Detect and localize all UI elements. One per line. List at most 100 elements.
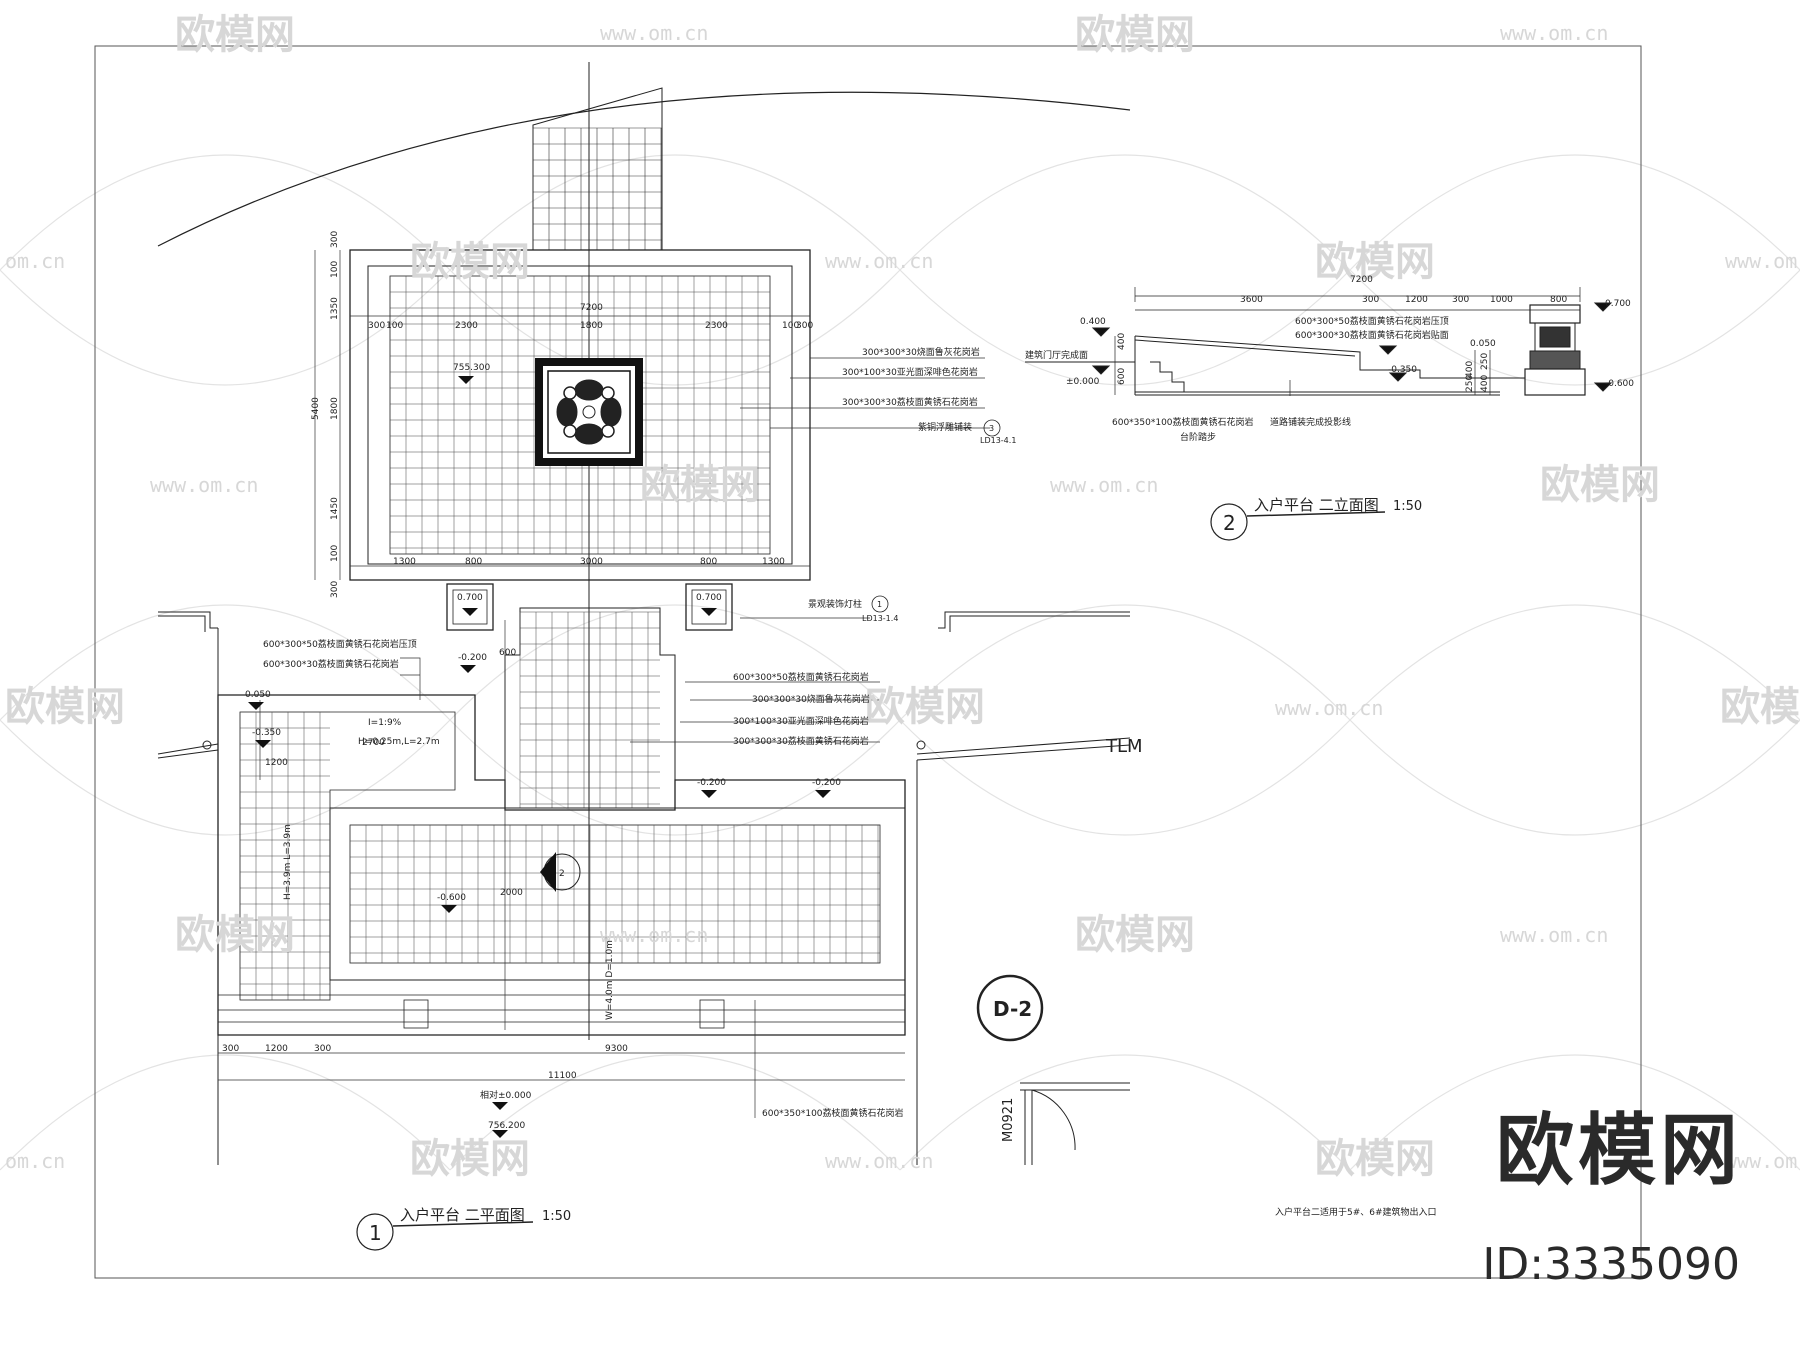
svg-text:600*350*100荔枝面黄锈石花岗岩: 600*350*100荔枝面黄锈石花岗岩 (1112, 416, 1254, 428)
elevation-title: 2 入户平台 二立面图 1:50 (1223, 496, 1422, 535)
svg-text:www.om.cn: www.om.cn (825, 1149, 933, 1173)
svg-text:LD13-1.4: LD13-1.4 (862, 614, 898, 623)
svg-text:1200: 1200 (265, 1044, 288, 1054)
svg-text:600*300*50荔枝面黄锈石花岗岩压顶: 600*300*50荔枝面黄锈石花岗岩压顶 (263, 638, 417, 650)
svg-text:300*300*30荔枝面黄锈石花岗岩: 300*300*30荔枝面黄锈石花岗岩 (842, 396, 978, 408)
svg-text:紫铜浮雕铺装: 紫铜浮雕铺装 (918, 421, 972, 433)
svg-text:1000: 1000 (1490, 295, 1513, 305)
svg-text:www.om.cn: www.om.cn (600, 21, 708, 45)
svg-text:800: 800 (465, 557, 482, 567)
svg-text:400: 400 (1465, 361, 1475, 378)
svg-text:300: 300 (1452, 295, 1469, 305)
svg-text:300*100*30亚光面深啡色花岗岩: 300*100*30亚光面深啡色花岗岩 (842, 366, 978, 378)
svg-text:欧模网: 欧模网 (640, 462, 760, 508)
svg-text:-0.200: -0.200 (697, 778, 726, 788)
svg-text:欧模网: 欧模网 (1315, 1136, 1435, 1182)
plan-level-texts: 755.300 0.700 0.700 -0.200 0.050 -0.350 … (245, 363, 841, 1131)
svg-text:7200: 7200 (580, 303, 603, 313)
bronze-medallion-ornament (535, 358, 643, 466)
svg-text:om.cn: om.cn (5, 249, 65, 273)
brand-watermark-name: 欧模网 (1495, 1106, 1742, 1196)
svg-text:300: 300 (222, 1044, 239, 1054)
svg-text:www.om.cn: www.om.cn (150, 473, 258, 497)
svg-text:2700: 2700 (362, 738, 385, 748)
svg-text:3: 3 (989, 424, 994, 433)
svg-text:600*350*100荔枝面黄锈石花岗岩: 600*350*100荔枝面黄锈石花岗岩 (762, 1107, 904, 1119)
svg-text:欧模网: 欧模网 (1540, 462, 1660, 508)
plan-material-notes: 300*300*30烧面鲁灰花岗岩 300*100*30亚光面深啡色花岗岩 30… (263, 346, 1143, 1142)
svg-text:1: 1 (877, 600, 882, 609)
svg-text:300: 300 (314, 1044, 331, 1054)
svg-text:2: 2 (1223, 511, 1236, 535)
svg-text:欧模网: 欧模网 (1720, 684, 1800, 730)
svg-text:入户平台 二立面图: 入户平台 二立面图 (1254, 496, 1379, 514)
svg-text:300: 300 (330, 231, 340, 248)
svg-text:www.om.cn: www.om.cn (1275, 696, 1383, 720)
svg-text:欧模网: 欧模网 (865, 684, 985, 730)
svg-text:-0.200: -0.200 (812, 778, 841, 788)
svg-text:-0.600: -0.600 (437, 893, 466, 903)
svg-text:建筑门厅完成面: 建筑门厅完成面 (1025, 349, 1088, 361)
footnote: 入户平台二适用于5#、6#建筑物出入口 (1275, 1206, 1437, 1218)
svg-text:欧模网: 欧模网 (410, 1136, 530, 1182)
detail-ref-circles (871, 419, 1001, 613)
svg-text:M0921: M0921 (1001, 1098, 1016, 1142)
svg-text:300: 300 (796, 321, 813, 331)
dimension-lines (218, 250, 905, 1081)
svg-text:300: 300 (368, 321, 385, 331)
svg-text:I=1:9%: I=1:9% (368, 718, 402, 728)
svg-text:2300: 2300 (705, 321, 728, 331)
svg-text:3000: 3000 (580, 557, 603, 567)
svg-text:欧模网: 欧模网 (175, 912, 295, 958)
elevation-drawing (1025, 287, 1613, 396)
svg-text:600*300*30荔枝面黄锈石花岗岩: 600*300*30荔枝面黄锈石花岗岩 (263, 658, 399, 670)
svg-text:400: 400 (1480, 375, 1490, 392)
svg-text:1800: 1800 (580, 321, 603, 331)
lamp-pier-left (446, 583, 494, 631)
sheet-label-circle (976, 974, 1044, 1042)
svg-text:600*300*50荔枝面黄锈石花岗岩压顶: 600*300*50荔枝面黄锈石花岗岩压顶 (1295, 315, 1449, 327)
svg-text:0.050: 0.050 (1470, 339, 1496, 349)
watermark-logos: 欧模网 欧模网 欧模网 欧模网 欧模网 欧模网 欧模网 欧模网 欧模网 欧模网 … (5, 12, 1800, 1182)
svg-text:100: 100 (782, 321, 799, 331)
site-arc (157, 91, 1131, 247)
svg-text:www.om.cn: www.om.cn (1050, 473, 1158, 497)
leader-lines (400, 357, 990, 1118)
watermark-arcs (0, 154, 1800, 1171)
svg-text:11100: 11100 (548, 1071, 577, 1081)
svg-text:www.om.cn: www.om.cn (1500, 923, 1608, 947)
svg-text:欧模网: 欧模网 (1075, 12, 1195, 58)
brand-watermark-id: ID:3335090 (1482, 1239, 1740, 1290)
lamp-pier-right (685, 583, 733, 631)
svg-text:300: 300 (330, 581, 340, 598)
svg-text:800: 800 (700, 557, 717, 567)
central-walkway (504, 607, 676, 811)
svg-text:-0.200: -0.200 (458, 653, 487, 663)
svg-text:-0.350: -0.350 (1388, 365, 1417, 375)
svg-text:www.om.cn: www.om.cn (1725, 249, 1800, 273)
elevation-texts: 7200 3600 300 1200 300 1000 800 0.400 ±0… (1025, 275, 1634, 443)
svg-text:LD13-4.1: LD13-4.1 (980, 436, 1016, 445)
svg-text:1:50: 1:50 (1393, 499, 1422, 514)
svg-text:755.300: 755.300 (453, 363, 490, 373)
svg-text:1: 1 (369, 1221, 382, 1245)
svg-text:欧模网: 欧模网 (1315, 239, 1435, 285)
svg-text:1800: 1800 (330, 397, 340, 420)
svg-text:欧模网: 欧模网 (175, 12, 295, 58)
svg-text:2: 2 (559, 869, 565, 879)
svg-text:2000: 2000 (500, 888, 523, 898)
svg-text:2300: 2300 (455, 321, 478, 331)
svg-text:www.om.cn: www.om.cn (825, 249, 933, 273)
svg-text:1350: 1350 (330, 297, 340, 320)
door-m0921 (1020, 1082, 1130, 1165)
sheet-label: D-2 (993, 997, 1032, 1021)
svg-text:-0.600: -0.600 (1605, 379, 1634, 389)
svg-text:9300: 9300 (605, 1044, 628, 1054)
svg-text:600: 600 (499, 648, 516, 658)
svg-text:7200: 7200 (1350, 275, 1373, 285)
svg-text:800: 800 (1550, 295, 1567, 305)
svg-text:om.cn: om.cn (5, 1149, 65, 1173)
svg-text:100: 100 (386, 321, 403, 331)
svg-text:1450: 1450 (330, 497, 340, 520)
